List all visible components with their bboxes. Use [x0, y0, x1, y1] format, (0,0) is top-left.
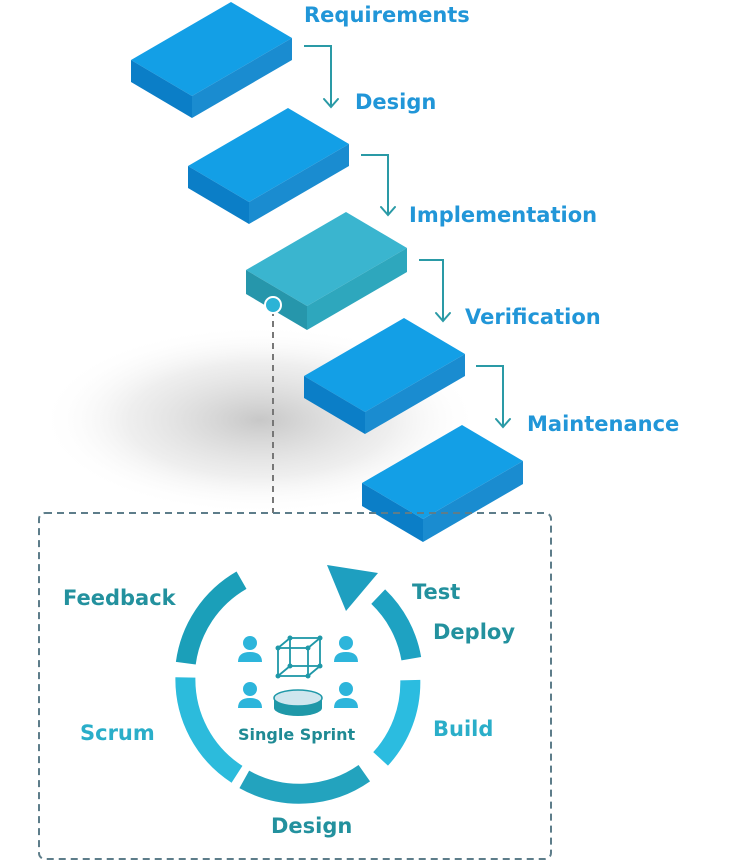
waterfall-block-5 [362, 425, 523, 542]
ring-seg-scrum [175, 677, 243, 783]
arrow-heads [323, 98, 511, 429]
ring-seg-test [371, 589, 422, 661]
waterfall-block-4 [304, 318, 465, 434]
cycle-label-scrum: Scrum [80, 721, 155, 745]
cube-icon [275, 635, 323, 679]
ring-seg-design [239, 764, 371, 804]
stage-label-requirements: Requirements [304, 3, 470, 27]
waterfall-block-1 [131, 2, 292, 118]
stage-label-maintenance: Maintenance [527, 412, 680, 436]
person-icon [238, 636, 262, 662]
waterfall-block-2 [188, 108, 349, 224]
team-icons [238, 636, 358, 708]
person-icon [238, 682, 262, 708]
cycle-label-design: Design [271, 814, 353, 838]
cycle-label-deploy: Deploy [433, 620, 516, 644]
person-icon [334, 636, 358, 662]
ring-seg-build [373, 679, 421, 766]
cycle-label-feedback: Feedback [63, 586, 176, 610]
disc-icon [273, 689, 323, 716]
arrow-2 [361, 154, 389, 214]
sprint-ring [175, 571, 422, 804]
sprint-panel [38, 512, 552, 860]
person-icon [334, 682, 358, 708]
sprint-link-dot [264, 296, 282, 314]
cycle-label-test: Test [412, 580, 461, 604]
cycle-label-build: Build [433, 717, 494, 741]
sprint-center-label: Single Sprint [238, 725, 356, 744]
stage-label-verification: Verification [465, 305, 601, 329]
stage-label-design: Design [355, 90, 437, 114]
ring-seg-feedback [175, 571, 247, 665]
stage-label-implementation: Implementation [409, 203, 598, 227]
stage-arrows [304, 45, 504, 426]
arrow-4 [476, 365, 504, 426]
ring-arrow-head [327, 565, 378, 611]
arrow-1 [304, 45, 332, 106]
arrow-3 [419, 259, 444, 320]
